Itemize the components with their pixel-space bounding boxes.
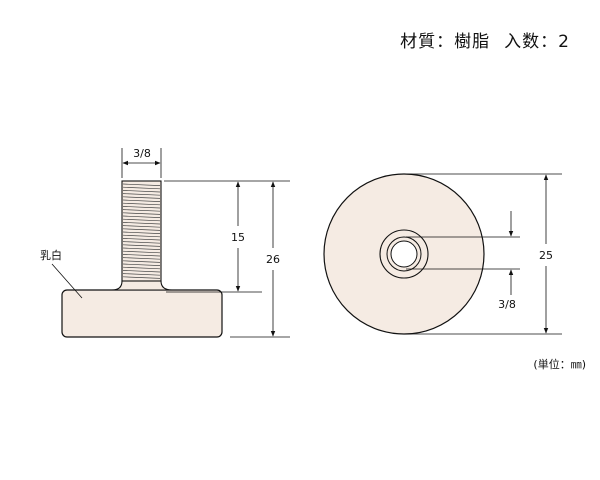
thread-line (122, 222, 161, 225)
thread-line (122, 247, 161, 250)
thread-line (122, 257, 161, 260)
color-callout-leader (51, 263, 83, 299)
thread-length-label: 15 (231, 231, 245, 244)
thread-line (122, 263, 161, 266)
thread-dim-label: 3/8 (133, 147, 151, 160)
material-value: 樹脂 (454, 32, 491, 52)
material-separator: ： (436, 32, 455, 52)
thread-line (122, 276, 161, 279)
foot-base (61, 289, 223, 338)
quantity-separator: ： (540, 32, 559, 52)
total-height-label: 26 (266, 253, 280, 266)
thread-line (122, 266, 161, 270)
thread-line (122, 212, 161, 215)
unit-note: (単位：㎜) (533, 358, 586, 371)
top-view: 25 3/8 (323, 173, 562, 335)
hub-inner-hole (390, 240, 418, 268)
thread-lines (122, 183, 161, 279)
spec-header: 材質：樹脂入数：2 (400, 27, 570, 52)
thread-line (122, 183, 161, 186)
thread-line (122, 244, 161, 247)
quantity-value: 2 (558, 32, 570, 52)
thread-line (122, 209, 161, 212)
threaded-stud (121, 180, 162, 282)
thread-line (122, 234, 161, 238)
thread-line (122, 193, 161, 196)
thread-line (122, 238, 161, 241)
color-callout-label: 乳白 (40, 248, 62, 262)
thread-line (122, 186, 161, 190)
thread-line (122, 206, 161, 209)
thread-line (122, 241, 161, 244)
thread-line (122, 273, 161, 276)
thread-line (122, 196, 161, 199)
thread-line (122, 215, 161, 218)
material-label: 材質 (400, 32, 437, 52)
thread-line (122, 190, 161, 193)
quantity-label: 入数 (504, 32, 541, 52)
thread-line (122, 254, 161, 257)
thread-line (122, 228, 161, 231)
thread-line (122, 231, 161, 234)
thread-line (122, 260, 161, 263)
thread-line (122, 202, 161, 206)
thread-line (122, 270, 161, 273)
foot-neck (111, 280, 173, 291)
diameter-label: 25 (539, 249, 553, 262)
thread-line (122, 250, 161, 254)
thread-line (122, 225, 161, 228)
thread-line (122, 218, 161, 222)
side-view: 3/8 15 26 乳白 (40, 147, 290, 338)
thread-line (122, 199, 161, 202)
hole-dim-label: 3/8 (498, 298, 516, 311)
